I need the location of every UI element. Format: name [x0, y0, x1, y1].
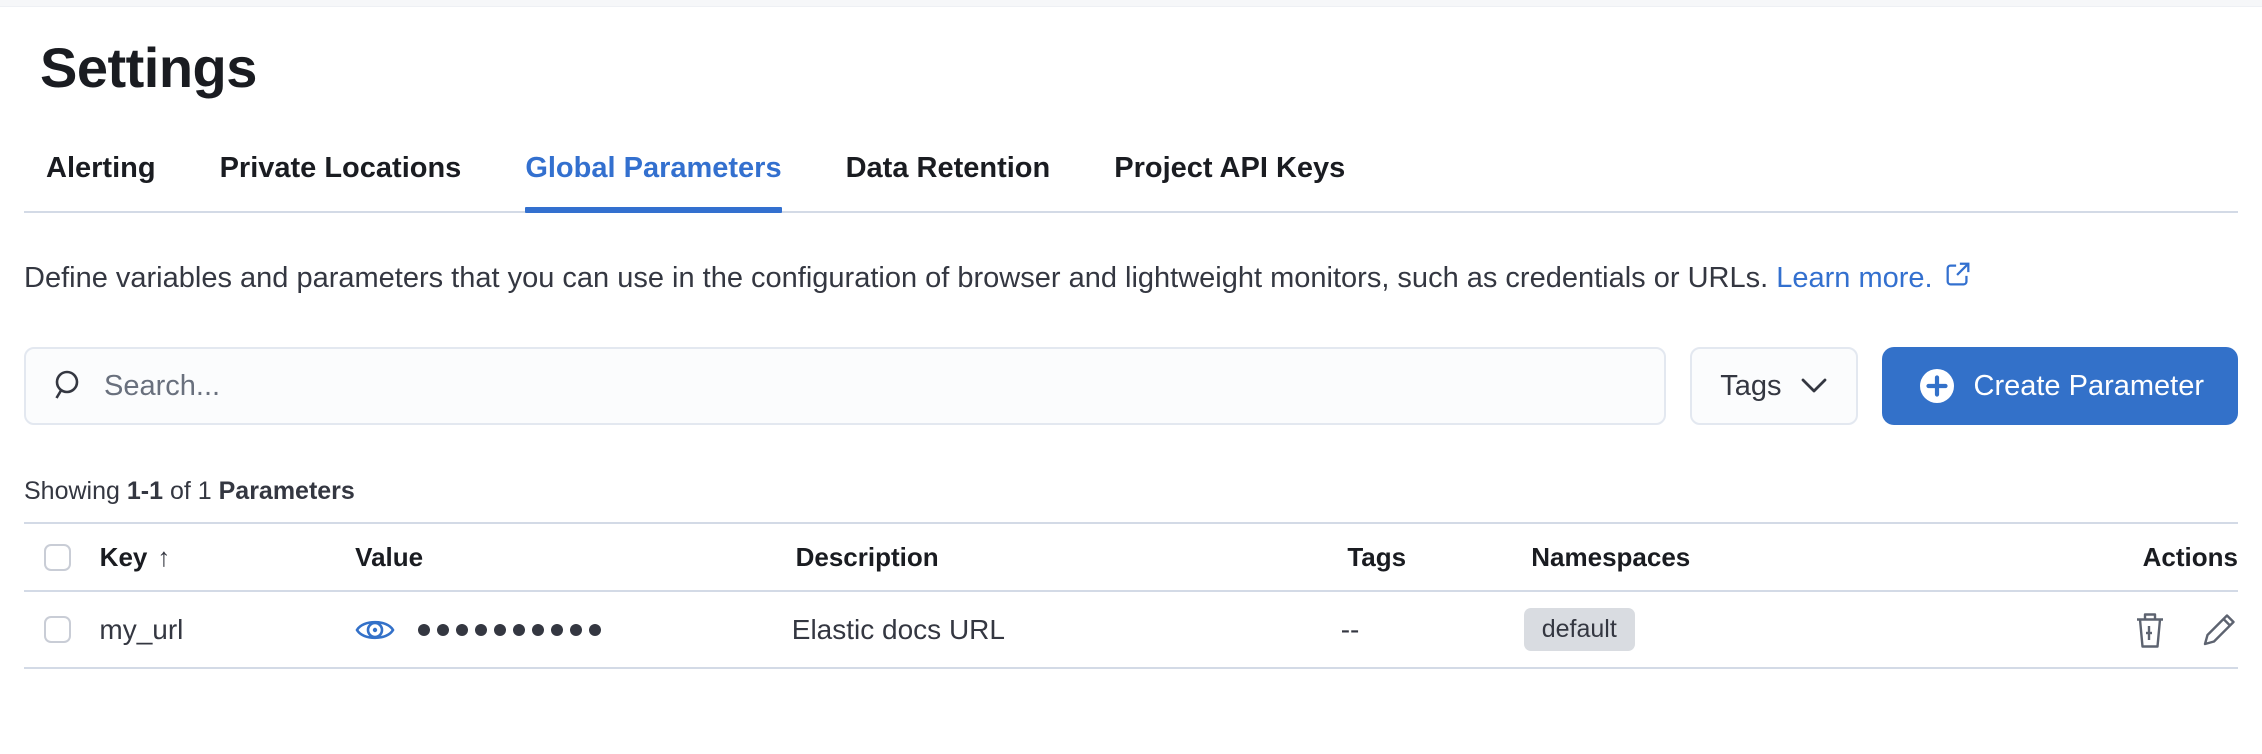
column-header-tags: Tags: [1347, 541, 1407, 572]
settings-page: Settings Alerting Private Locations Global…: [0, 35, 2262, 669]
edit-parameter-button[interactable]: [2200, 610, 2238, 650]
search-input[interactable]: [104, 369, 1643, 403]
reveal-value-button[interactable]: [354, 615, 396, 645]
column-header-description: Description: [795, 541, 939, 572]
tab-global-parameters[interactable]: Global Parameters: [525, 152, 782, 213]
search-box[interactable]: [24, 347, 1667, 425]
value-dot: [588, 623, 601, 636]
column-header-key[interactable]: Key↑: [99, 541, 171, 572]
table-header-row: Key↑ Value Description Tags Namespaces A…: [24, 522, 2238, 592]
masked-value-dots: [417, 623, 601, 636]
delete-parameter-button[interactable]: [2132, 610, 2168, 650]
chevron-down-icon: [1801, 378, 1826, 393]
namespace-badge: default: [1523, 608, 1635, 651]
tab-private-locations[interactable]: Private Locations: [219, 152, 462, 184]
tab-alerting[interactable]: Alerting: [46, 152, 156, 184]
column-header-actions: Actions: [2142, 541, 2238, 572]
value-dot: [512, 623, 525, 636]
table-row: my_url Elastic docs URL -- default: [24, 592, 2238, 669]
results-entity: Parameters: [218, 477, 355, 505]
column-header-namespaces: Namespaces: [1531, 541, 1691, 572]
value-dot: [417, 623, 430, 636]
value-dot: [550, 623, 563, 636]
value-dot: [455, 623, 468, 636]
tags-filter-label: Tags: [1720, 369, 1782, 402]
top-edge-strip: [0, 0, 2262, 7]
cell-namespaces: default: [1523, 608, 2132, 651]
row-checkbox-cell: [24, 616, 99, 643]
row-checkbox[interactable]: [44, 616, 71, 643]
value-dot: [436, 623, 449, 636]
header-checkbox-cell: [24, 543, 100, 571]
external-link-icon: [1946, 262, 1970, 286]
results-range: 1-1: [126, 477, 163, 505]
value-dot: [569, 623, 582, 636]
search-icon: [55, 370, 79, 399]
eye-icon: [355, 620, 395, 639]
page-title: Settings: [40, 36, 257, 99]
tags-filter-button[interactable]: Tags: [1690, 347, 1858, 425]
create-parameter-button[interactable]: Create Parameter: [1881, 347, 2238, 425]
tab-data-retention[interactable]: Data Retention: [845, 152, 1051, 184]
cell-description: Elastic docs URL: [791, 613, 1005, 645]
value-dot: [531, 623, 544, 636]
value-dot: [474, 623, 487, 636]
toolbar: Tags Create Parameter: [24, 347, 2238, 425]
sort-ascending-icon: ↑: [157, 541, 171, 572]
description-body: Define variables and parameters that you…: [24, 262, 1769, 294]
cell-actions: [2132, 610, 2238, 650]
pencil-icon: [2203, 613, 2235, 645]
cell-tags: --: [1340, 613, 1360, 645]
description-text: Define variables and parameters that you…: [24, 253, 2224, 303]
parameters-table: Key↑ Value Description Tags Namespaces A…: [24, 522, 2238, 669]
learn-more-link[interactable]: Learn more.: [1776, 262, 1972, 294]
results-summary: Showing 1-1 of 1 Parameters: [24, 477, 355, 505]
column-header-value: Value: [355, 541, 424, 572]
cell-value: [354, 615, 792, 645]
create-parameter-label: Create Parameter: [1973, 369, 2205, 402]
settings-tab-bar: Alerting Private Locations Global Paramete…: [24, 152, 2238, 213]
value-dot: [493, 623, 506, 636]
trash-icon: [2137, 612, 2163, 648]
select-all-checkbox[interactable]: [44, 543, 71, 571]
plus-in-circle-icon: [1919, 369, 1954, 403]
tab-project-api-keys[interactable]: Project API Keys: [1114, 152, 1346, 184]
cell-key: my_url: [99, 613, 184, 645]
